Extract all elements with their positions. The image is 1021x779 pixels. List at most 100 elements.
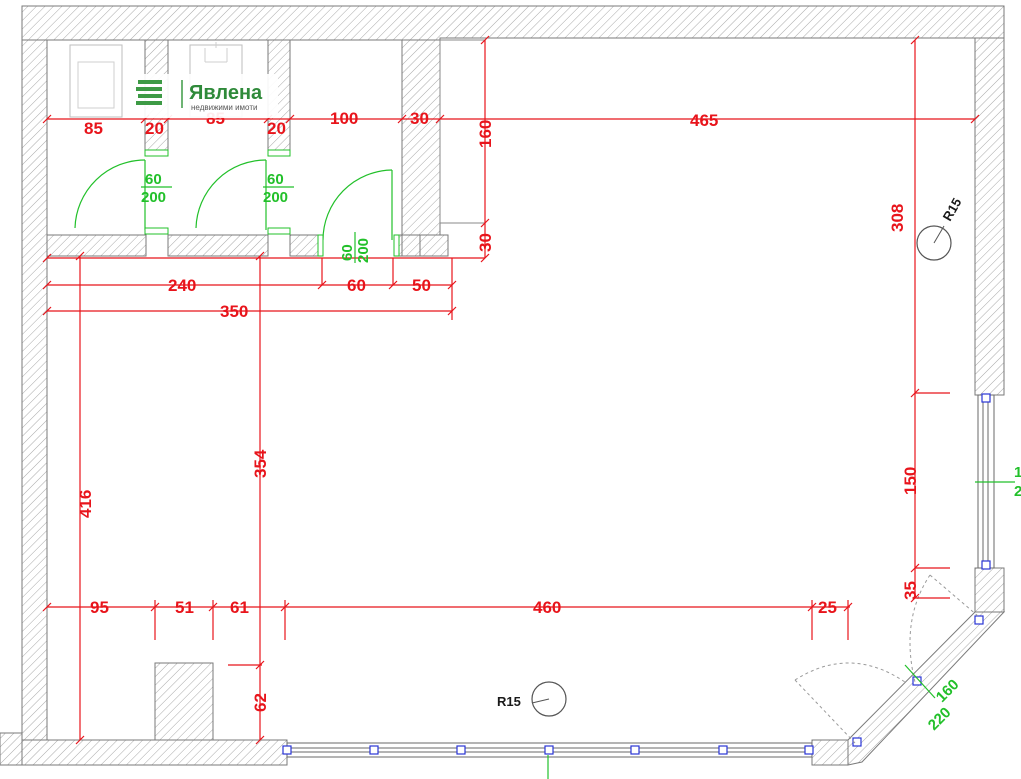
window-marker — [912, 676, 922, 686]
dim-top-465: 465 — [690, 111, 718, 130]
dim-95: 95 — [90, 598, 109, 617]
logo-subtitle: недвижими имоти — [191, 103, 257, 112]
window-marker — [981, 560, 991, 570]
dimension-tick — [388, 280, 398, 290]
dimension-tick — [970, 114, 980, 124]
dim-61: 61 — [230, 598, 249, 617]
dimension-tick — [255, 735, 265, 745]
dim-62: 62 — [251, 693, 270, 712]
dimension-tick — [255, 660, 265, 670]
dim-v-30: 30 — [476, 233, 495, 252]
dimension-tick — [843, 602, 853, 612]
dimension-tick — [208, 602, 218, 612]
wall-bottom-left — [0, 732, 23, 766]
door3-height: 200 — [355, 238, 372, 263]
wall-bottom — [21, 739, 288, 766]
dimension-tick — [910, 563, 920, 573]
walls — [0, 5, 1006, 766]
pillar-bottom — [154, 662, 214, 741]
door1-height: 200 — [141, 189, 166, 206]
dimension-tick — [75, 735, 85, 745]
dim-60: 60 — [347, 276, 366, 295]
dim-25: 25 — [818, 598, 837, 617]
door-arc-1 — [74, 159, 146, 229]
logo: Явлена недвижими имоти — [132, 74, 278, 118]
column-top-label: R15 — [940, 195, 965, 223]
right-window-width: 1 — [1014, 464, 1021, 481]
wall-left — [21, 39, 48, 741]
dim-35: 35 — [901, 581, 920, 600]
columns: R15 R15 — [497, 195, 965, 717]
dimension-tick — [42, 114, 52, 124]
dim-416: 416 — [76, 490, 95, 518]
door-labels: 60 200 60 200 60 200 160 220 1 2 — [141, 171, 1021, 734]
dim-top-20-a: 20 — [145, 119, 164, 138]
door3-width: 60 — [339, 244, 356, 261]
dimension-tick — [480, 35, 490, 45]
dimension-tick — [447, 306, 457, 316]
dimension-tick — [42, 306, 52, 316]
corner-door-height: 220 — [925, 704, 955, 734]
window-marker — [852, 737, 862, 747]
window-marker — [630, 745, 640, 755]
door2-height: 200 — [263, 189, 288, 206]
dimension-tick — [285, 114, 295, 124]
dimension-tick — [280, 602, 290, 612]
dim-top-20-b: 20 — [267, 119, 286, 138]
dimension-tick — [480, 218, 490, 228]
wall-right-lower — [974, 567, 1005, 613]
window-marker — [981, 393, 991, 403]
dimension-tick — [910, 593, 920, 603]
dimension-tick — [317, 280, 327, 290]
window-marker — [804, 745, 814, 755]
dim-51: 51 — [175, 598, 194, 617]
logo-name: Явлена — [189, 82, 263, 104]
dimension-tick — [255, 251, 265, 261]
column-bottom-label: R15 — [497, 694, 521, 709]
dim-354: 354 — [251, 449, 270, 478]
window-marker — [282, 745, 292, 755]
dim-460: 460 — [533, 598, 561, 617]
door1-width: 60 — [145, 171, 162, 188]
doors — [74, 149, 1015, 779]
dimension-tick — [447, 280, 457, 290]
window-marker — [974, 615, 984, 625]
dim-top-30: 30 — [410, 109, 429, 128]
dimension-tick — [397, 114, 407, 124]
door-arc-2 — [195, 159, 267, 229]
dimension-tick — [150, 602, 160, 612]
wall-partition-h2 — [167, 234, 269, 257]
dim-150: 150 — [901, 467, 920, 495]
wall-top — [21, 5, 1005, 41]
dimension-tick — [42, 280, 52, 290]
dimension-labels: 85 20 85 20 100 30 465 160 30 240 60 50 … — [76, 109, 920, 712]
door-arc-3 — [322, 169, 393, 241]
window-marker — [456, 745, 466, 755]
dimension-tick — [435, 114, 445, 124]
wall-v3 — [401, 39, 441, 236]
dimension-tick — [807, 602, 817, 612]
dim-v-160: 160 — [476, 120, 495, 148]
dim-top-85-a: 85 — [84, 119, 103, 138]
right-window-height: 2 — [1014, 483, 1021, 500]
dimension-tick — [75, 251, 85, 261]
dimension-tick — [480, 253, 490, 263]
dim-top-100: 100 — [330, 109, 358, 128]
logo-mark-icon — [136, 80, 162, 105]
window-marker — [718, 745, 728, 755]
dimension-tick — [910, 35, 920, 45]
dimension-tick — [910, 388, 920, 398]
dimension-tick — [42, 602, 52, 612]
window-marker — [369, 745, 379, 755]
wall-bottom-right — [811, 739, 849, 766]
wall-partition-h3 — [289, 234, 319, 257]
wall-right — [974, 37, 1005, 396]
dim-50: 50 — [412, 276, 431, 295]
dimension-tick — [42, 253, 52, 263]
wall-partition-h — [46, 234, 147, 257]
wall-v3-b — [401, 234, 421, 257]
dim-240: 240 — [168, 276, 196, 295]
door2-width: 60 — [267, 171, 284, 188]
dim-350: 350 — [220, 302, 248, 321]
